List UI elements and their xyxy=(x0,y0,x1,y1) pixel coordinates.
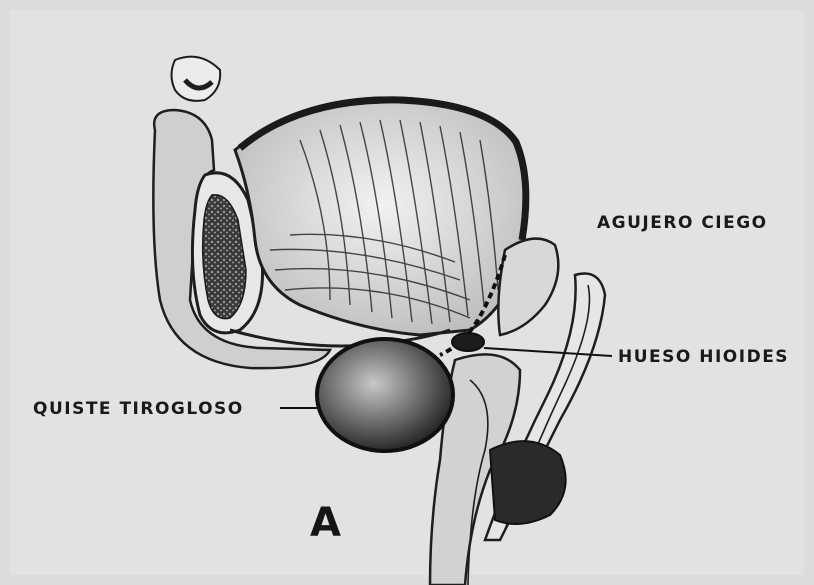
esophagus-shadow xyxy=(490,441,566,524)
thyroglossal-cyst xyxy=(317,339,453,451)
panel-letter: A xyxy=(310,500,341,546)
upper-lip xyxy=(172,57,221,101)
label-quiste-tirogloso: QUISTE TIROGLOSO xyxy=(33,399,244,419)
label-agujero-ciego: AGUJERO CIEGO xyxy=(597,213,768,233)
label-hueso-hioides: HUESO HIOIDES xyxy=(618,347,789,367)
hyoid-bone xyxy=(452,333,484,351)
